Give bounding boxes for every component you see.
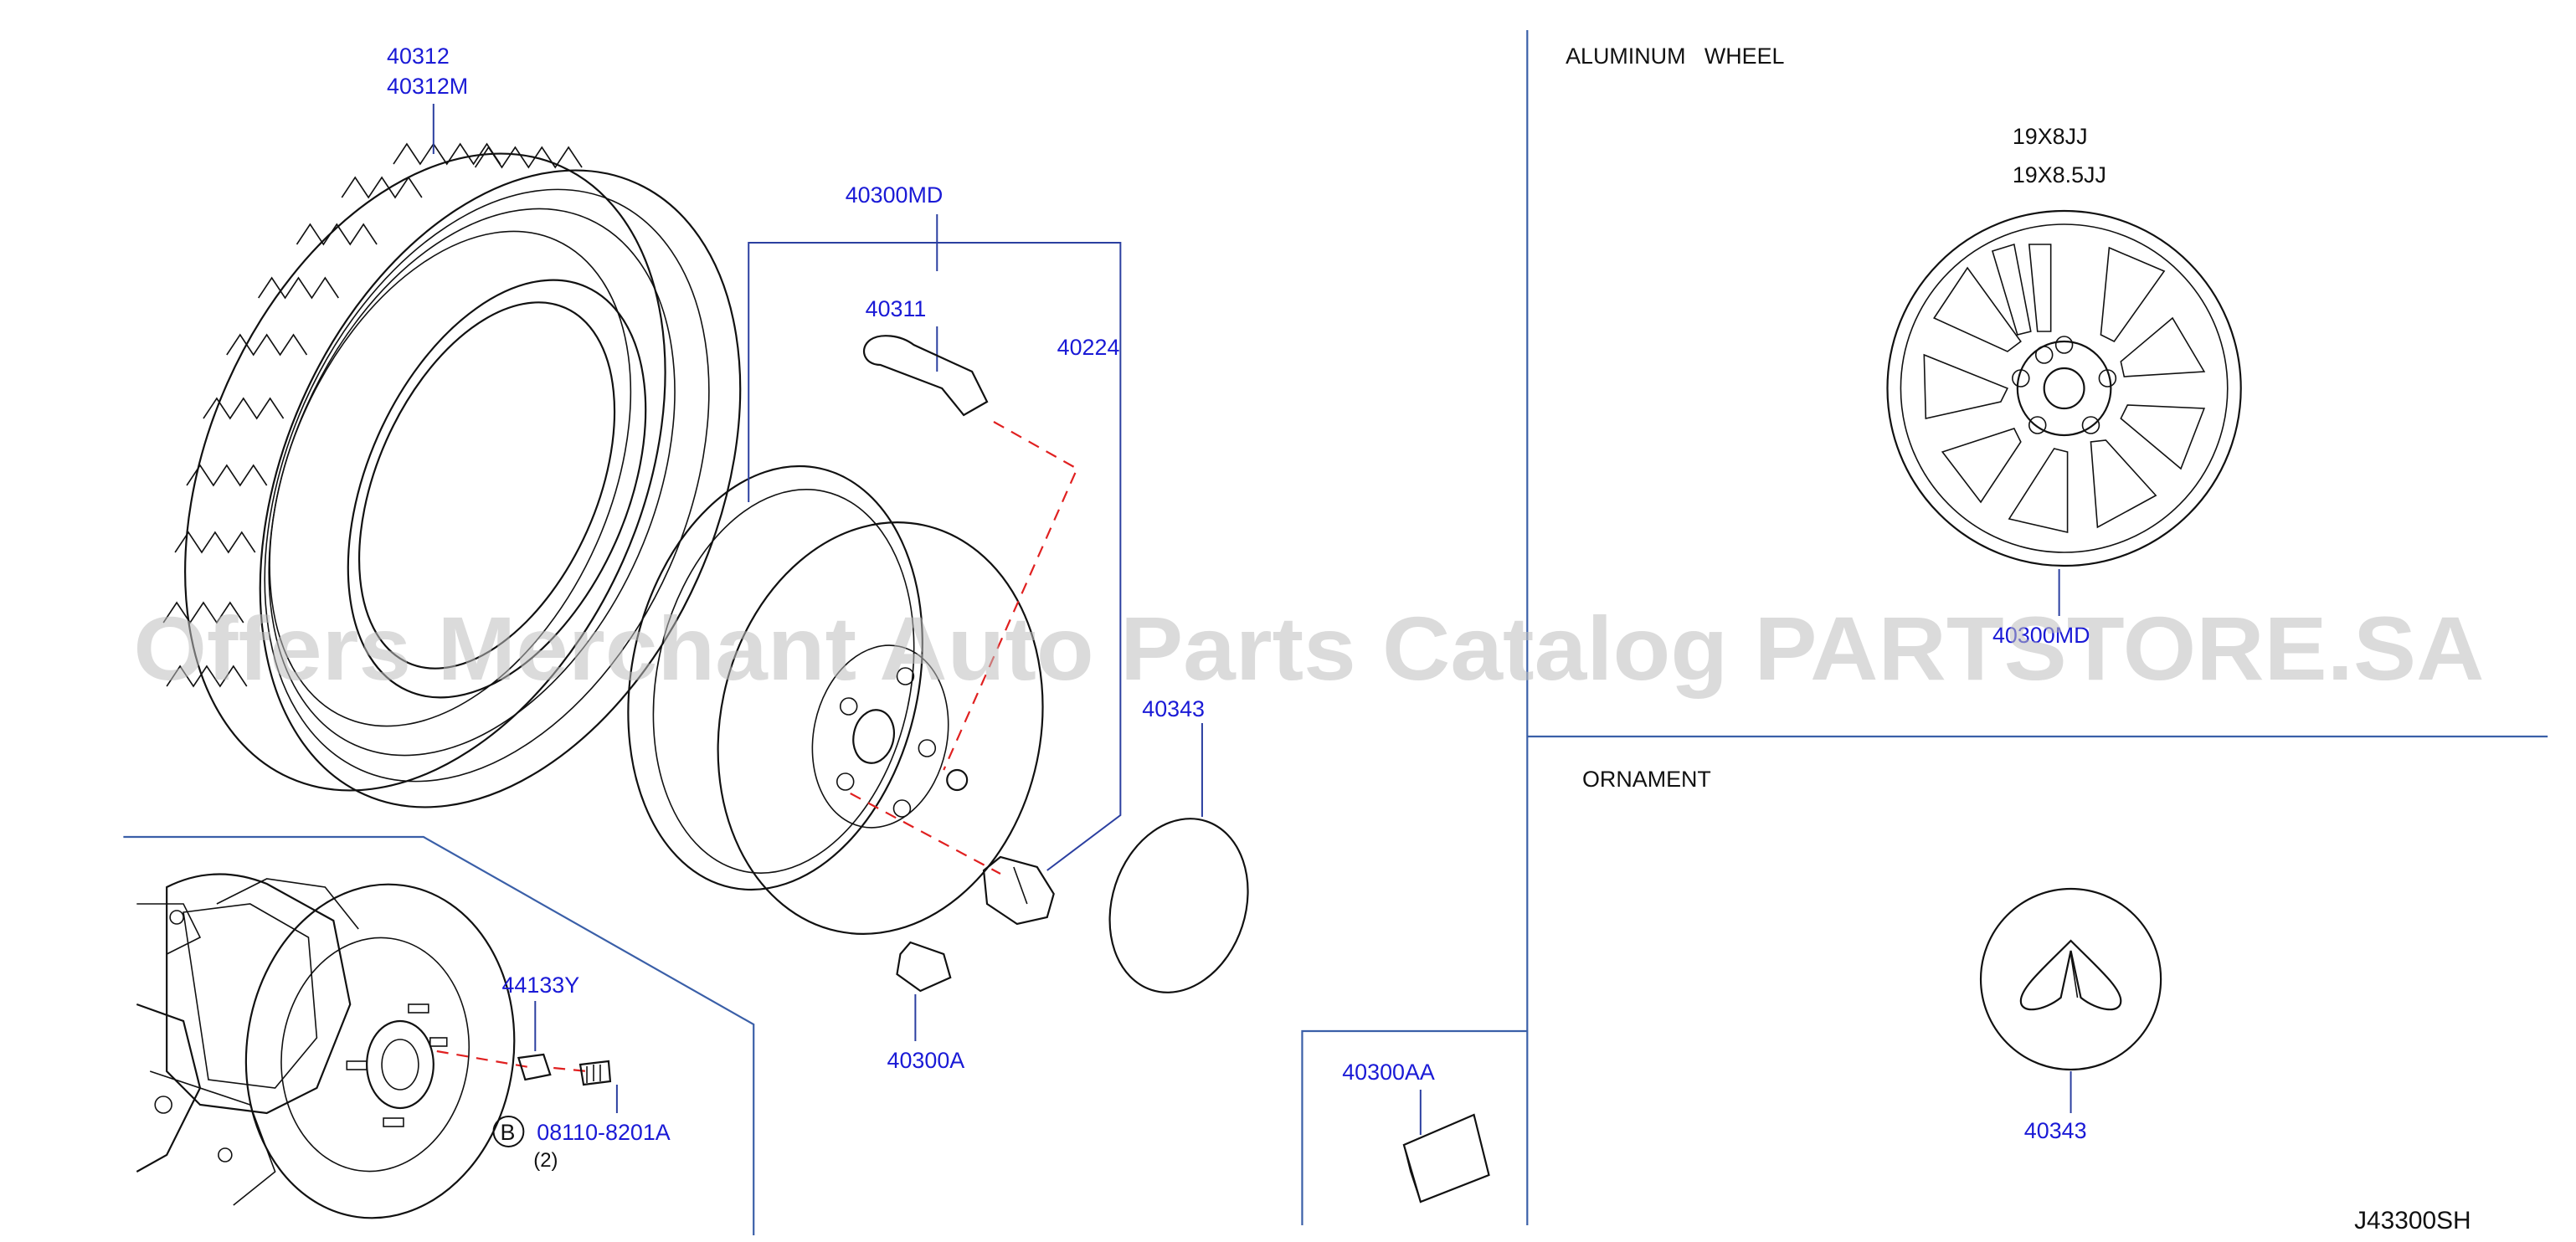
label-balance-weight-alt: 40300AA [1342, 1060, 1435, 1085]
steel-wheel-illustration [627, 464, 1044, 935]
label-cap: 40343 [1142, 696, 1205, 721]
label-stud: 44133Y [501, 973, 579, 998]
label-tire-40312: 40312 [387, 44, 450, 69]
label-valve: 40311 [866, 296, 927, 321]
wheel-size-19x8jj: 19X8JJ [2013, 124, 2088, 149]
valve-stem-illustration [862, 335, 989, 417]
label-ornament-cap: 40343 [2024, 1118, 2087, 1143]
label-bolt: 08110-8201A [537, 1120, 670, 1145]
diagram-code: J43300SH [2354, 1207, 2471, 1234]
tire-tread-zigzag [162, 142, 583, 688]
label-nut: 40224 [1057, 335, 1120, 360]
brake-hub-illustration [136, 873, 516, 1219]
tire-illustration [162, 104, 742, 808]
label-bolt-ref: B [500, 1120, 515, 1145]
section-title-ornament: ORNAMENT [1582, 767, 1711, 792]
watermark-text: Offers Merchant Auto Parts Catalog PARTS… [133, 598, 2484, 699]
stud-bolt-illustration [517, 1001, 618, 1113]
label-tire-40312m: 40312M [387, 74, 468, 99]
balance-weight-alt-illustration [1402, 1090, 1490, 1204]
label-wheel-assy: 40300MD [846, 182, 944, 208]
label-alu-wheel-assy: 40300MD [1992, 623, 2090, 648]
balance-weight-illustration [896, 941, 952, 1041]
section-title-aluminum-wheel: ALUMINUM WHEEL [1566, 44, 1784, 69]
wheel-size-19x8-5jj: 19X8.5JJ [2013, 162, 2106, 187]
wheel-assy-bracket [748, 214, 1122, 871]
aluminum-wheel-illustration [1886, 209, 2242, 616]
label-bolt-qty: (2) [533, 1149, 558, 1172]
ornament-illustration [1979, 887, 2162, 1113]
alu-wheel-spoke-windows [1923, 243, 2206, 534]
section-dividers [123, 30, 2548, 1235]
label-weight: 40300A [887, 1048, 965, 1073]
center-cap-illustration [1108, 723, 1249, 993]
bolt-ref-badge: B [492, 1116, 525, 1147]
lug-nut-illustration [982, 855, 1055, 926]
